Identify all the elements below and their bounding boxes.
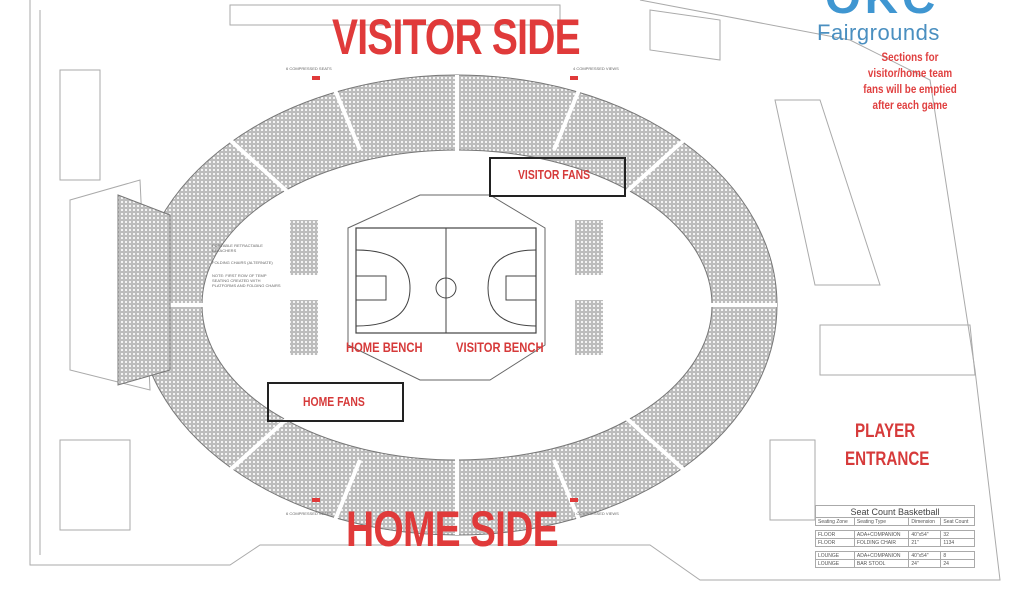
cell: 1134 — [940, 538, 975, 547]
home-side-label: HOME SIDE — [346, 501, 559, 557]
home-bench-label: HOME BENCH — [346, 339, 423, 355]
seat-count-table: Seat Count Basketball Seating Zone Seati… — [815, 505, 975, 568]
cell: FLOOR — [815, 538, 855, 547]
visitor-fans-section — [489, 157, 626, 197]
building-outline — [29, 0, 1001, 581]
header-count: Seat Count — [940, 517, 975, 526]
player-entrance-label-1: PLAYER — [855, 421, 916, 442]
cell: 8 — [940, 551, 975, 560]
compressed-seats-bottom: 6 COMPRESSED SEATS — [286, 511, 332, 516]
first-row-annotation: NOTE: FIRST ROW OF TEMP SEATING CREATED … — [212, 273, 281, 288]
home-fans-section — [267, 382, 404, 422]
cell: BAR STOOL — [853, 559, 910, 568]
cell: LOUNGE — [815, 559, 855, 568]
cell: 32 — [940, 530, 975, 539]
logo-okc: OKC — [825, 0, 939, 20]
logo-fairgrounds: Fairgrounds — [817, 20, 940, 45]
visitor-side-label: VISITOR SIDE — [332, 9, 581, 65]
cell: 24" — [908, 559, 942, 568]
cell: 24 — [940, 559, 975, 568]
player-entrance-label-2: ENTRANCE — [845, 449, 930, 470]
compressed-seat-markers — [312, 76, 578, 502]
court-area — [290, 194, 603, 381]
visitor-fans-label: VISITOR FANS — [518, 167, 591, 182]
cell: ADA+COMPANION — [853, 530, 910, 539]
compressed-views-top: 4 COMPRESSED VIEWS — [573, 66, 619, 71]
header-zone: Seating Zone — [815, 517, 855, 526]
compressed-seats-top: 6 COMPRESSED SEATS — [286, 66, 332, 71]
cell: 21" — [908, 538, 942, 547]
bleachers-annotation: PORTABLE RETRACTABLE BLEACHERS — [212, 243, 263, 253]
fan-section-note: Sections for visitor/home team fans will… — [863, 50, 957, 112]
cell: LOUNGE — [815, 551, 855, 560]
cell: FLOOR — [815, 530, 855, 539]
home-fans-label: HOME FANS — [303, 394, 365, 409]
folding-chairs-annotation: FOLDING CHAIRS (ALTERNATE) — [212, 260, 273, 265]
table-title: Seat Count Basketball — [815, 505, 975, 518]
cell: FOLDING CHAIR — [853, 538, 910, 547]
cell: ADA+COMPANION — [853, 551, 910, 560]
header-dimension: Dimension — [908, 517, 942, 526]
cell: 40"x54" — [908, 551, 942, 560]
portable-bleachers — [117, 194, 171, 386]
header-type: Seating Type — [853, 517, 910, 526]
compressed-views-bottom: 4 COMPRESSED VIEWS — [573, 511, 619, 516]
cell: 40"x54" — [908, 530, 942, 539]
visitor-bench-label: VISITOR BENCH — [456, 339, 544, 355]
